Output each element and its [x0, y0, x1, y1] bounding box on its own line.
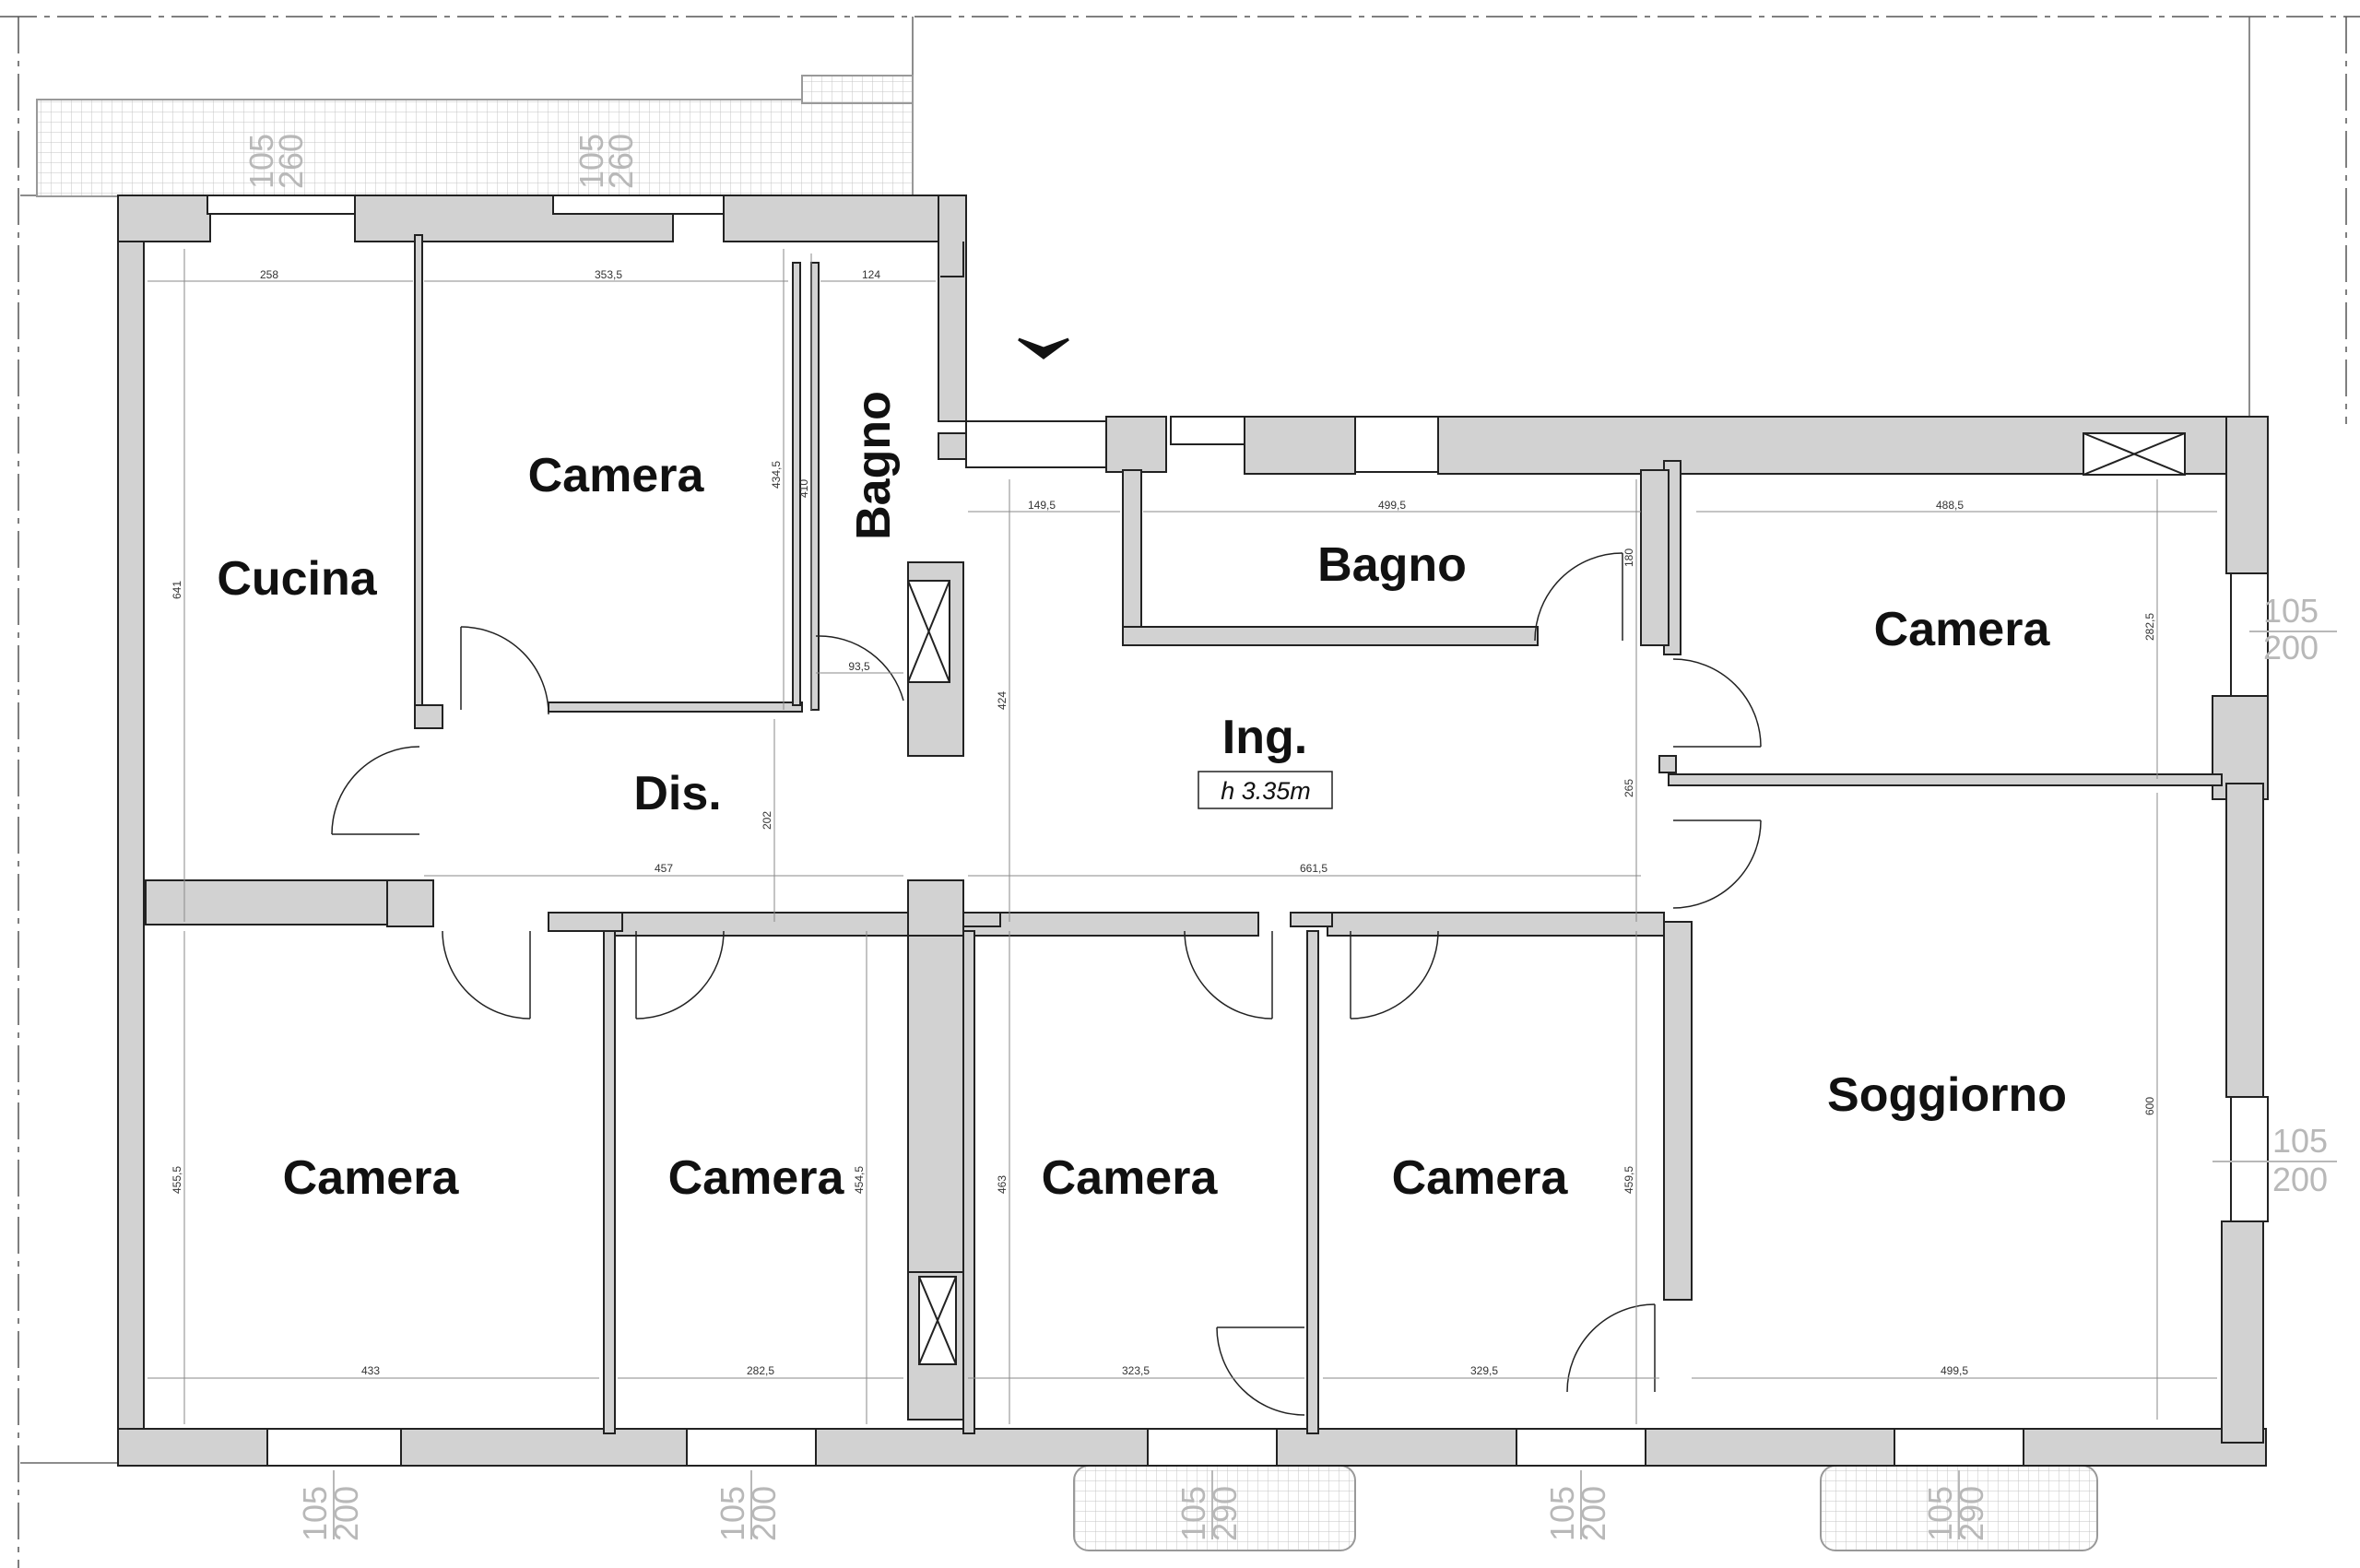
dimension-texts: 258 353,5 124 641 434,5 410 93,5 149,5 4… — [171, 268, 2156, 1377]
dim-soggiorno-w: 499,5 — [1941, 1364, 1968, 1377]
dim-camera-rt-w: 488,5 — [1936, 499, 1964, 512]
win-right1-b: 200 — [2263, 629, 2319, 666]
win-right2-b: 200 — [2272, 1161, 2328, 1198]
room-camera-right-top: Camera — [1874, 603, 2051, 656]
windows — [206, 195, 2269, 1467]
dim-ing-strip-w: 149,5 — [1028, 499, 1056, 512]
dim-camera-b2-h: 454,5 — [853, 1166, 866, 1194]
room-disimpegno: Dis. — [633, 767, 721, 820]
property-boundary — [0, 16, 2360, 1568]
dim-bagno-center-w: 499,5 — [1378, 499, 1406, 512]
dim-camera-b3-w: 323,5 — [1122, 1364, 1150, 1377]
dim-cucina-w: 258 — [260, 268, 278, 281]
room-bagno-center: Bagno — [1317, 538, 1467, 592]
dim-dis-h: 202 — [761, 811, 773, 830]
balcony-top — [36, 99, 914, 197]
dim-camera-b2-w: 282,5 — [747, 1364, 774, 1377]
win-top1-a: 105 — [242, 134, 280, 189]
balcony-top-step — [801, 75, 914, 104]
room-camera-b1: Camera — [283, 1151, 460, 1205]
room-cucina: Cucina — [217, 552, 377, 606]
dim-camera-b4-w: 329,5 — [1470, 1364, 1498, 1377]
dim-ing-right-h: 265 — [1622, 779, 1635, 797]
dim-cucina-h: 641 — [171, 581, 183, 599]
dimension-lines — [148, 249, 2217, 1424]
dim-soggiorno-h: 600 — [2143, 1097, 2156, 1115]
dim-bagno-center-h: 180 — [1622, 548, 1635, 567]
room-camera-b3: Camera — [1042, 1151, 1219, 1205]
dim-bagno-left-h: 410 — [797, 479, 810, 498]
win-top2-a: 105 — [572, 134, 610, 189]
height-box — [1198, 771, 1333, 809]
dim-bagno-left-w: 124 — [862, 268, 880, 281]
room-soggiorno: Soggiorno — [1827, 1068, 2067, 1122]
room-camera-b4: Camera — [1392, 1151, 1569, 1205]
win-bot1-b: 200 — [327, 1486, 365, 1541]
win-right1-a: 105 — [2263, 592, 2319, 630]
dim-camera-b1-w: 433 — [361, 1364, 380, 1377]
dim-camera-top-h: 434,5 — [770, 461, 783, 489]
dim-camera-b1-h: 455,5 — [171, 1166, 183, 1194]
walls — [117, 195, 2269, 1467]
balconies — [36, 75, 2098, 1551]
dim-camera-rt-h: 282,5 — [2143, 613, 2156, 641]
entrance-arrow-icon — [1018, 337, 1069, 360]
room-camera-b2: Camera — [668, 1151, 845, 1205]
win-top2-b: 260 — [602, 134, 640, 189]
win-bot5-a: 105 — [1921, 1486, 1959, 1541]
win-top1-b: 260 — [272, 134, 310, 189]
win-bot2-a: 105 — [714, 1486, 751, 1541]
dim-camera-b4-h: 459,5 — [1622, 1166, 1635, 1194]
win-right2-a: 105 — [2272, 1122, 2328, 1160]
win-bot3-a: 105 — [1174, 1486, 1212, 1541]
room-bagno-left: Bagno — [847, 391, 901, 540]
dim-camera-b3-h: 463 — [996, 1175, 1009, 1194]
room-camera-top: Camera — [528, 449, 705, 502]
win-bot1-a: 105 — [296, 1486, 334, 1541]
dim-ing-w: 661,5 — [1300, 862, 1328, 875]
dim-ing-h: 424 — [996, 691, 1009, 710]
dim-dis-w: 457 — [655, 862, 673, 875]
window-annotations: 105 260 105 260 105 200 105 200 105 200 … — [242, 134, 2337, 1541]
win-bot4-a: 105 — [1543, 1486, 1581, 1541]
win-bot4-b: 200 — [1575, 1486, 1612, 1541]
win-bot5-b: 290 — [1953, 1486, 1990, 1541]
shafts — [907, 432, 2186, 1365]
doors — [331, 552, 1762, 1416]
win-bot2-b: 200 — [745, 1486, 783, 1541]
outline — [143, 242, 964, 1429]
room-labels: Cucina Camera Bagno Bagno Camera Ing. h … — [217, 391, 2067, 1205]
room-ingresso-height: h 3.35m — [1221, 777, 1311, 805]
win-bot3-b: 290 — [1206, 1486, 1244, 1541]
room-ingresso: Ing. — [1222, 711, 1307, 764]
dim-camera-top-w: 353,5 — [595, 268, 622, 281]
dim-bagno-door: 93,5 — [848, 660, 870, 673]
